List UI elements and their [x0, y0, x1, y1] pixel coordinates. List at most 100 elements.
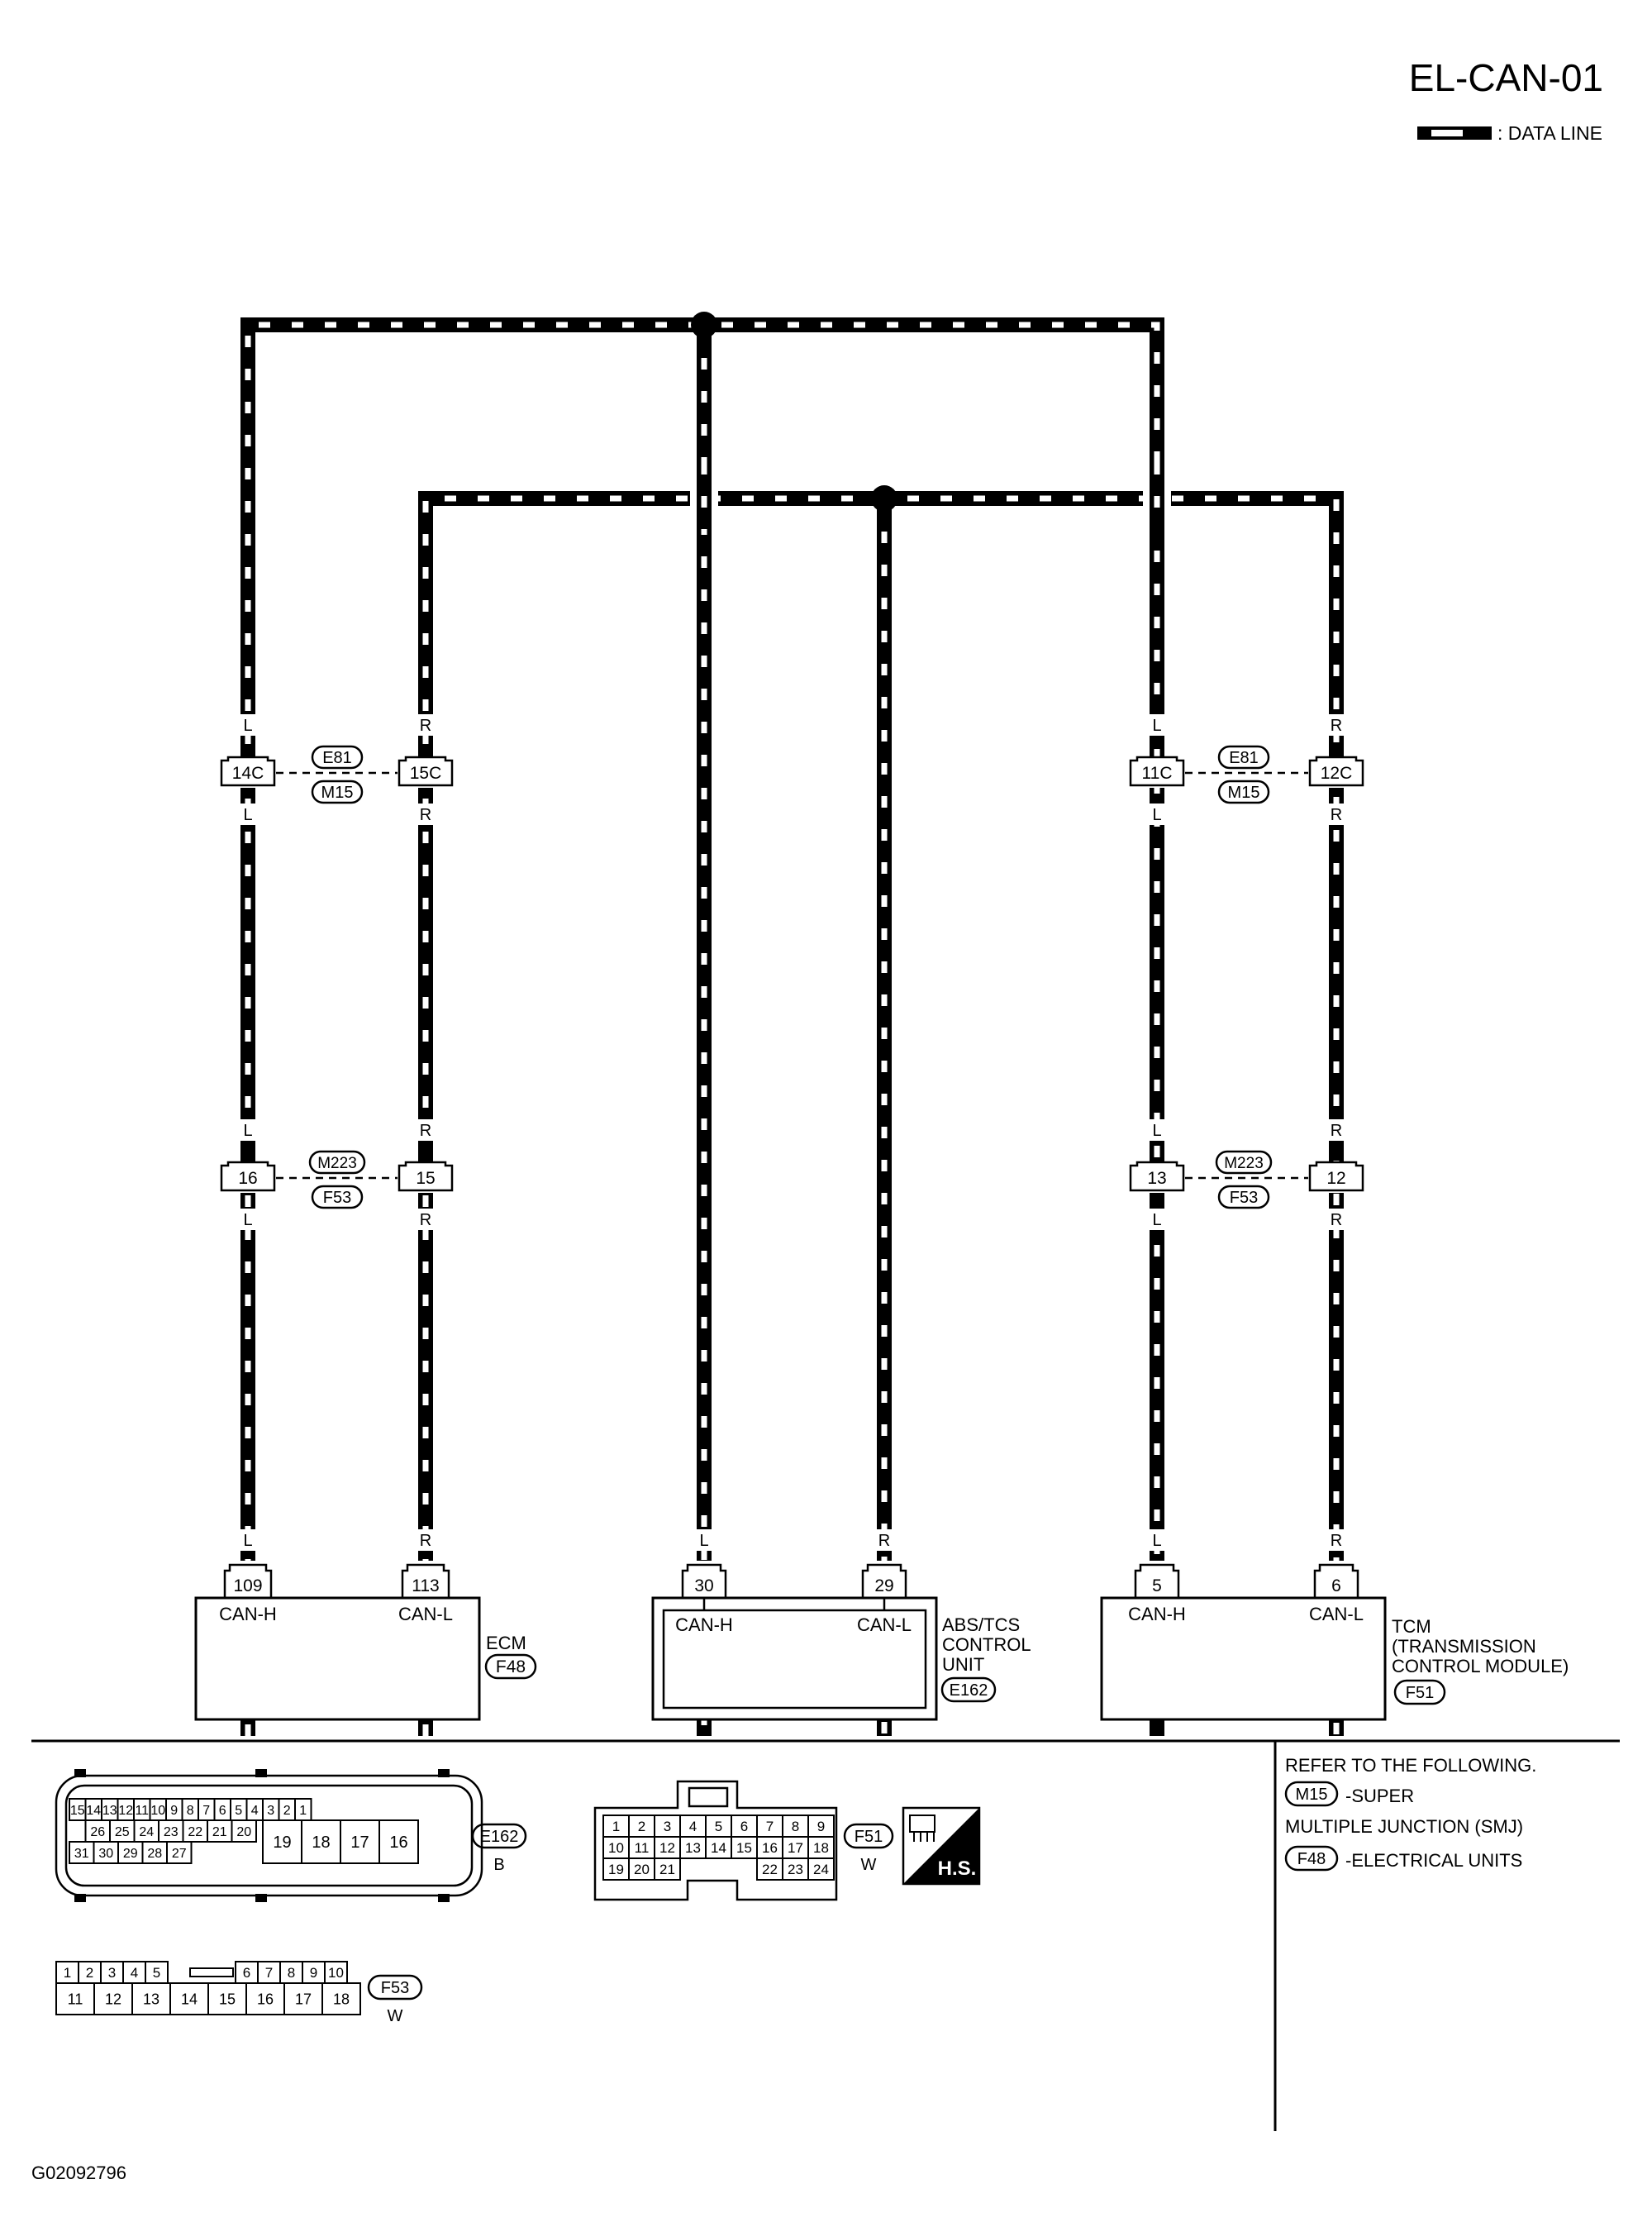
svg-text:REFER TO THE FOLLOWING.: REFER TO THE FOLLOWING.: [1285, 1755, 1536, 1776]
pin-number: 27: [172, 1847, 187, 1861]
pin-number: 24: [813, 1862, 829, 1877]
pin-number: 2: [638, 1819, 645, 1834]
pin-number: 4: [131, 1965, 138, 1981]
pin-number: 18: [813, 1840, 829, 1856]
svg-text:R: R: [878, 1532, 890, 1550]
pin-number: 3: [664, 1819, 671, 1834]
svg-text:R: R: [1331, 1122, 1342, 1140]
harness-side-icon: H.S.: [902, 1806, 981, 1886]
pin-number: 17: [788, 1840, 803, 1856]
pin-number: 3: [108, 1965, 116, 1981]
pin-cavity: [301, 1819, 341, 1864]
svg-text:13: 13: [1147, 1169, 1166, 1188]
pin-number: 5: [153, 1965, 160, 1981]
svg-text:CAN-H: CAN-H: [1128, 1604, 1186, 1624]
pin-number: 6: [243, 1965, 250, 1981]
pin-number: 9: [817, 1819, 825, 1834]
svg-text:E81: E81: [1229, 749, 1259, 767]
pin-cavity: [807, 1857, 835, 1881]
pin-number: 1: [299, 1804, 307, 1818]
pin-number: 4: [689, 1819, 697, 1834]
pin-cavity: [145, 1961, 169, 1984]
svg-text:L: L: [1152, 1122, 1161, 1140]
pin-number: 20: [634, 1862, 650, 1877]
svg-text:-SUPER: -SUPER: [1345, 1786, 1414, 1806]
pin-cavity: [679, 1836, 707, 1859]
pin-number: 5: [715, 1819, 722, 1834]
pin-cavity: [340, 1819, 380, 1864]
pin-number: 15: [219, 1991, 236, 2007]
svg-text:109: 109: [233, 1576, 262, 1595]
svg-text:L: L: [1152, 717, 1161, 735]
pin-cavity: [679, 1815, 707, 1838]
pin-number: 6: [219, 1804, 226, 1818]
pin-cavity: [231, 1819, 257, 1843]
svg-text:L: L: [243, 1211, 252, 1229]
pin-number: 9: [170, 1804, 178, 1818]
pin-number: 5: [235, 1804, 242, 1818]
pin-number: 13: [685, 1840, 701, 1856]
svg-text:M15: M15: [1296, 1786, 1328, 1804]
svg-text:W: W: [388, 2007, 403, 2025]
svg-text:L: L: [1152, 806, 1161, 824]
svg-text:F53: F53: [323, 1189, 351, 1207]
pin-number: 14: [181, 1991, 198, 2007]
pin-cavity: [731, 1815, 758, 1838]
pin-number: 15: [70, 1804, 85, 1818]
svg-text:(TRANSMISSION: (TRANSMISSION: [1392, 1636, 1536, 1657]
pin-number: 28: [147, 1847, 162, 1861]
pin-number: 13: [143, 1991, 159, 2007]
svg-text:F53: F53: [1230, 1189, 1258, 1207]
pin-number: 2: [283, 1804, 291, 1818]
svg-text:R: R: [1331, 1532, 1342, 1550]
pin-number: 12: [118, 1804, 133, 1818]
svg-text:14C: 14C: [232, 764, 264, 783]
svg-text:R: R: [420, 1211, 431, 1229]
pin-cavity: [782, 1857, 809, 1881]
svg-text:F51: F51: [855, 1828, 883, 1846]
svg-text:CONTROL MODULE): CONTROL MODULE): [1392, 1656, 1569, 1676]
svg-text:L: L: [699, 1532, 708, 1550]
svg-text:113: 113: [412, 1576, 439, 1595]
pin-number: 18: [333, 1991, 350, 2007]
svg-text:E81: E81: [322, 749, 352, 767]
pin-number: 16: [389, 1834, 407, 1852]
pin-number: 8: [792, 1819, 799, 1834]
pin-cavity: [69, 1841, 95, 1864]
svg-text:M223: M223: [317, 1155, 357, 1172]
svg-text:L: L: [243, 806, 252, 824]
svg-text:R: R: [420, 806, 431, 824]
svg-text:L: L: [243, 1122, 252, 1140]
pin-cavity: [378, 1819, 419, 1864]
svg-text:R: R: [420, 717, 431, 735]
svg-text:M15: M15: [1228, 784, 1260, 802]
svg-text:11C: 11C: [1142, 764, 1173, 783]
pin-number: 29: [123, 1847, 138, 1861]
svg-text:CONTROL: CONTROL: [942, 1634, 1031, 1655]
wire-color-labels: L L L L L R R R R R L R L L L L L R R R …: [238, 714, 1346, 1551]
svg-text:F48: F48: [496, 1657, 526, 1676]
svg-text:R: R: [1331, 1211, 1342, 1229]
pin-number: 7: [766, 1819, 774, 1834]
pin-number: 31: [74, 1847, 89, 1861]
splice-can-h: [691, 312, 717, 338]
pin-number: 9: [310, 1965, 317, 1981]
svg-text:TCM: TCM: [1392, 1616, 1431, 1637]
pin-number: 23: [164, 1825, 179, 1839]
svg-text:F48: F48: [1297, 1850, 1326, 1868]
pin-number: 6: [740, 1819, 748, 1834]
svg-text:F53: F53: [381, 1979, 409, 1997]
pin-number: 1: [64, 1965, 71, 1981]
pin-number: 25: [115, 1825, 130, 1839]
svg-text:-ELECTRICAL UNITS: -ELECTRICAL UNITS: [1345, 1850, 1522, 1871]
pin-number: 7: [202, 1804, 210, 1818]
pin-number: 14: [711, 1840, 726, 1856]
data-lines: [240, 312, 1344, 1736]
svg-text:R: R: [1331, 806, 1342, 824]
pin-number: 7: [265, 1965, 273, 1981]
legend-label: : DATA LINE: [1497, 122, 1602, 144]
pin-number: 24: [139, 1825, 154, 1839]
